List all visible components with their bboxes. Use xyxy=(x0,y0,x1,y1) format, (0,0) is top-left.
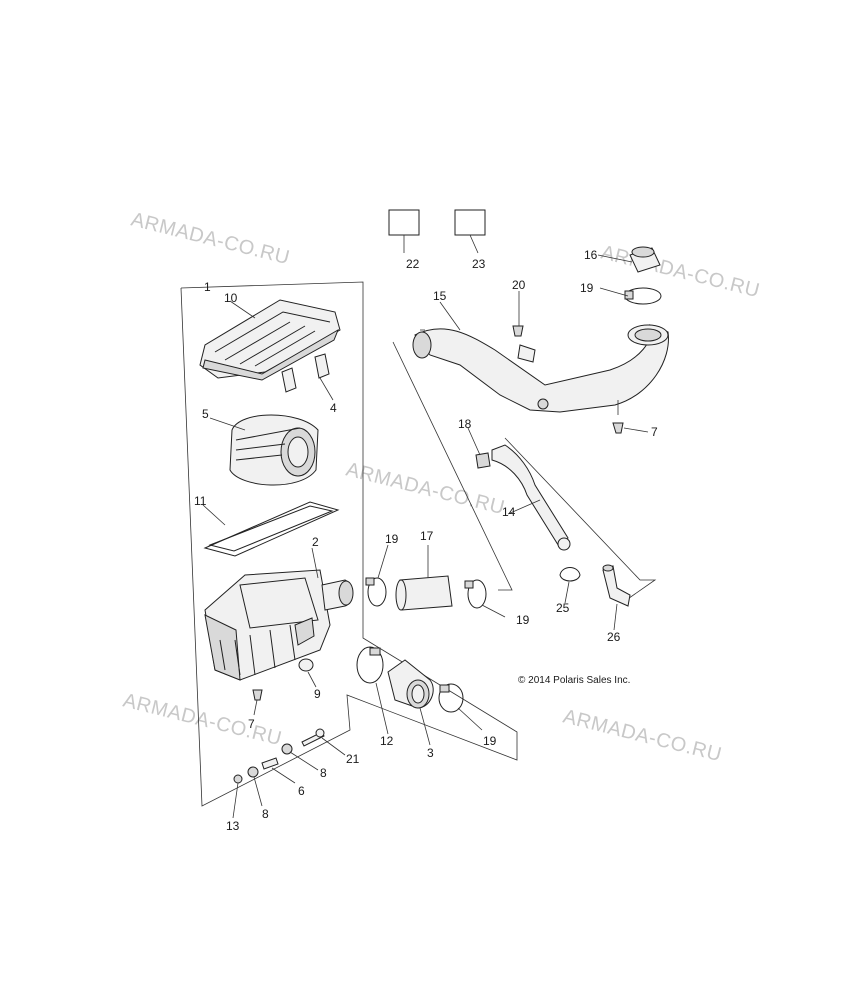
part-20-screw xyxy=(512,325,524,337)
part-3-intake-boot xyxy=(387,659,434,709)
callout-13: 13 xyxy=(226,819,240,833)
part-13-nut xyxy=(233,774,243,784)
callout-9: 9 xyxy=(314,687,321,701)
part-8-grommet-upper xyxy=(281,743,293,755)
callout-4: 4 xyxy=(330,401,337,415)
callout-7-right: 7 xyxy=(651,425,658,439)
part-15-intake-duct xyxy=(412,324,669,413)
callout-20: 20 xyxy=(512,278,526,292)
callout-8-upper: 8 xyxy=(320,766,327,780)
callout-12: 12 xyxy=(380,734,394,748)
part-19-clamp-a xyxy=(365,577,387,607)
part-14-hose xyxy=(491,444,571,551)
watermark-1: ARMADA-CO.RU xyxy=(129,209,292,270)
watermark-5: ARMADA-CO.RU xyxy=(561,706,724,767)
part-5-air-filter xyxy=(229,414,319,486)
part-9-plug xyxy=(298,658,314,672)
callout-3: 3 xyxy=(427,746,434,760)
watermark-2: ARMADA-CO.RU xyxy=(599,242,762,303)
part-23-box xyxy=(454,209,486,236)
part-26-elbow xyxy=(602,564,631,607)
callout-2: 2 xyxy=(312,535,319,549)
callout-19-a: 19 xyxy=(385,532,399,546)
callout-14: 14 xyxy=(502,505,516,519)
callout-19-d: 19 xyxy=(580,281,594,295)
part-21-bolt xyxy=(301,728,325,747)
part-17-coupler xyxy=(395,575,453,611)
part-16-coupler xyxy=(629,246,661,273)
callout-labels: 1 2 3 4 5 6 7 7 8 8 9 10 11 12 13 14 15 … xyxy=(194,248,658,833)
part-19-clamp-d xyxy=(624,287,662,305)
callout-19-c: 19 xyxy=(483,734,497,748)
part-2-airbox xyxy=(204,569,354,681)
callout-19-b: 19 xyxy=(516,613,530,627)
copyright-notice: © 2014 Polaris Sales Inc. xyxy=(518,675,630,686)
callout-22: 22 xyxy=(406,257,420,271)
part-7-fastener-left xyxy=(252,689,263,701)
part-8-grommet-lower xyxy=(247,766,259,778)
part-19-clamp-b xyxy=(464,579,487,609)
callout-15: 15 xyxy=(433,289,447,303)
callout-23: 23 xyxy=(472,257,486,271)
callout-18: 18 xyxy=(458,417,472,431)
assembly-outline-right xyxy=(392,341,513,591)
callout-17: 17 xyxy=(420,529,434,543)
part-22-box xyxy=(388,209,420,236)
callout-11: 11 xyxy=(194,494,207,508)
part-7-fastener-right xyxy=(612,422,624,434)
part-11-gasket xyxy=(203,501,340,557)
callout-8-lower: 8 xyxy=(262,807,269,821)
part-12-clamp xyxy=(356,646,384,684)
callout-5: 5 xyxy=(202,407,209,421)
callout-6: 6 xyxy=(298,784,305,798)
assembly-outline-right-3 xyxy=(504,437,657,604)
callout-21: 21 xyxy=(346,752,360,766)
callout-1: 1 xyxy=(204,280,211,294)
assembly-outline-left xyxy=(180,281,518,807)
callout-25: 25 xyxy=(556,601,570,615)
callout-26: 26 xyxy=(607,630,621,644)
part-6-stud xyxy=(261,757,279,770)
part-4-clips xyxy=(281,353,330,393)
part-10-airbox-cover xyxy=(199,299,341,381)
callout-7-left: 7 xyxy=(248,717,255,731)
part-19-clamp-c xyxy=(438,683,464,713)
part-18-clip xyxy=(475,452,491,469)
callout-10: 10 xyxy=(224,291,238,305)
callout-16: 16 xyxy=(584,248,598,262)
part-25-clamp xyxy=(559,567,581,582)
